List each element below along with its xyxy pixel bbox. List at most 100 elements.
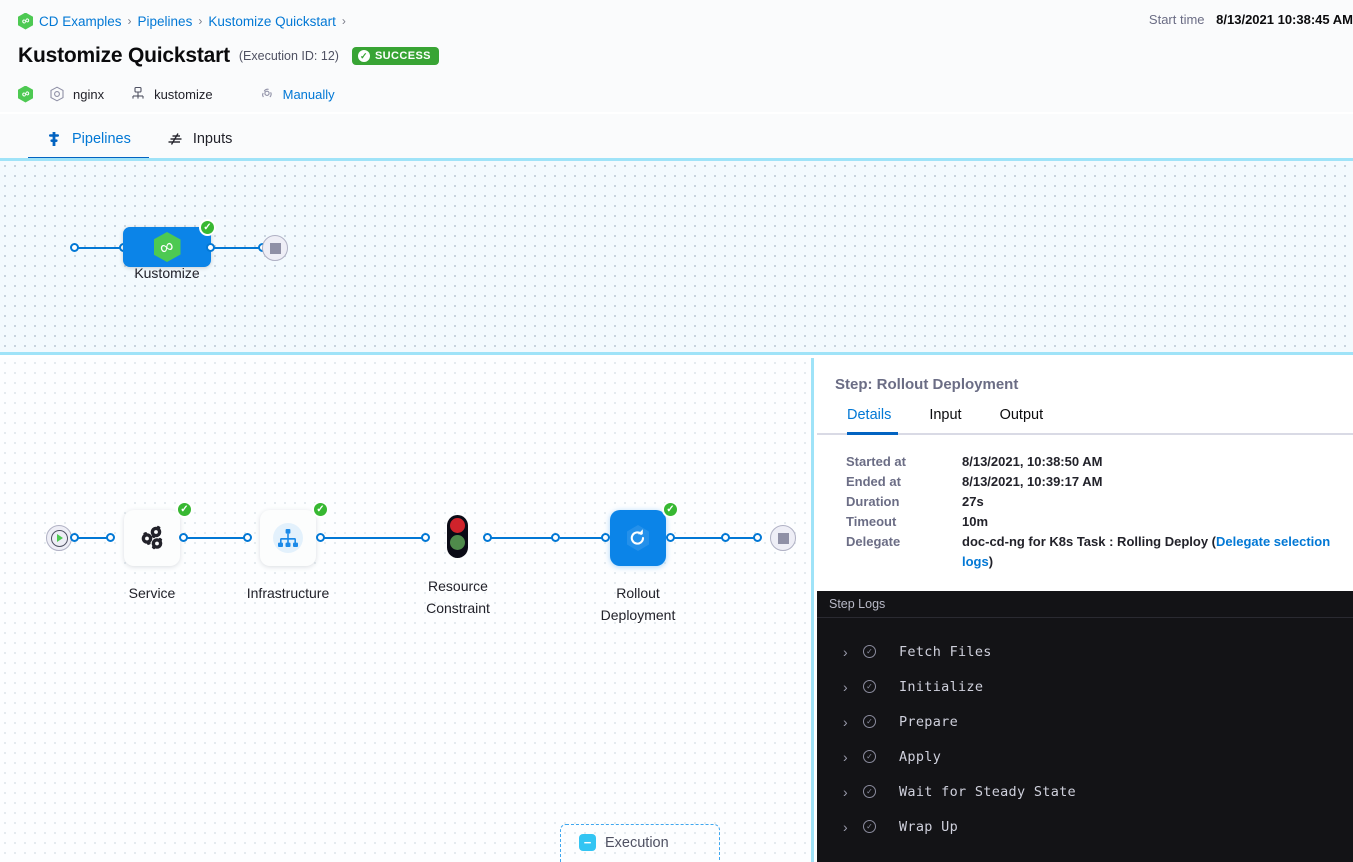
tab-pipelines-label: Pipelines — [72, 131, 131, 147]
detail-key: Delegate — [846, 534, 901, 549]
chevron-right-icon[interactable]: › — [843, 678, 848, 695]
pipeline-icon — [49, 132, 59, 146]
log-row[interactable]: › ✓ Wait for Steady State — [817, 774, 1353, 809]
execution-group-box[interactable]: − Execution — [560, 824, 720, 862]
manual-trigger-icon — [261, 88, 272, 98]
traffic-light-icon — [447, 515, 468, 558]
log-row[interactable]: › ✓ Initialize — [817, 669, 1353, 704]
execution-graph-canvas[interactable]: ✓ Service — [0, 358, 814, 862]
execution-id: (Execution ID: 12) — [238, 49, 339, 63]
step-logs-panel: Step Logs › ✓ Fetch Files › ✓ Initialize… — [817, 591, 1353, 862]
detail-value: 8/13/2021, 10:39:17 AM — [962, 474, 1103, 489]
check-circle-icon: ✓ — [863, 715, 876, 728]
step-tab-output[interactable]: Output — [999, 407, 1044, 423]
step-panel-title: Step: Rollout Deployment — [835, 376, 1019, 393]
log-row-label: Wrap Up — [899, 818, 958, 835]
service-name: nginx — [73, 86, 105, 102]
log-row-label: Initialize — [899, 678, 984, 695]
edge-infra-to-resource — [324, 537, 424, 539]
log-row[interactable]: › ✓ Prepare — [817, 704, 1353, 739]
minus-icon[interactable]: − — [579, 834, 596, 851]
check-circle-icon: ✓ — [863, 680, 876, 693]
main-tabs: Pipelines Inputs — [0, 114, 1353, 160]
execution-start-node[interactable] — [46, 525, 72, 551]
step-tab-input[interactable]: Input — [929, 407, 962, 423]
step-tab-details[interactable]: Details — [835, 407, 910, 435]
traffic-light-green — [450, 535, 465, 550]
execution-meta-row: ∞ nginx kustomize — [18, 82, 1353, 106]
edge-stage-to-end — [214, 247, 260, 249]
delegate-selection-logs-link[interactable]: Delegate selection logs — [962, 534, 1331, 569]
breadcrumb-item-cd-examples[interactable]: CD Examples — [39, 13, 122, 29]
breadcrumb-item-kustomize-quickstart[interactable]: Kustomize Quickstart — [208, 13, 336, 29]
connector-dot — [106, 533, 115, 542]
edge-start-to-stage — [78, 247, 124, 249]
status-success-icon: ✓ — [662, 501, 679, 518]
detail-row-duration: Duration 27s — [846, 492, 1353, 512]
kustomize-hex-icon: ∞ — [153, 232, 181, 262]
detail-row-delegate: Delegate doc-cd-ng for K8s Task : Rollin… — [846, 532, 1353, 572]
trigger-name[interactable]: Manually — [282, 86, 335, 102]
pipeline-overview-canvas[interactable]: ∞ ✓ Kustomize — [0, 158, 1353, 419]
chevron-right-icon[interactable]: › — [843, 643, 848, 660]
pipeline-stage-kustomize[interactable]: ∞ ✓ — [123, 219, 216, 267]
execution-group-header: − Execution — [561, 825, 719, 851]
breadcrumb-separator-icon: › — [341, 14, 346, 28]
execution-node-service-label: Service — [128, 585, 176, 601]
chevron-right-icon[interactable]: › — [843, 818, 848, 835]
detail-key: Started at — [846, 454, 906, 469]
tab-inputs-label: Inputs — [192, 131, 233, 147]
chevron-right-icon[interactable]: › — [843, 748, 848, 765]
pipeline-end-node[interactable] — [262, 235, 288, 261]
page-header: ∞ CD Examples › Pipelines › Kustomize Qu… — [0, 0, 1353, 112]
execution-node-service[interactable]: ✓ — [124, 501, 193, 566]
detail-row-ended-at: Ended at 8/13/2021, 10:39:17 AM — [846, 472, 1353, 492]
service-gears-icon — [141, 525, 163, 550]
detail-row-timeout: Timeout 10m — [846, 512, 1353, 532]
execution-node-resource-constraint-label: Resource Constraint — [426, 578, 490, 616]
rollout-deployment-icon — [627, 525, 649, 551]
detail-value: 8/13/2021, 10:38:50 AM — [962, 454, 1103, 469]
trigger-meta[interactable]: Manually — [259, 86, 335, 102]
harness-mark-icon: ∞ — [18, 85, 33, 103]
step-details-list: Started at 8/13/2021, 10:38:50 AM Ended … — [817, 435, 1353, 572]
log-row[interactable]: › ✓ Apply — [817, 739, 1353, 774]
start-time: Start time 8/13/2021 10:38:45 AM — [1149, 12, 1353, 27]
execution-node-infrastructure[interactable]: ✓ — [260, 501, 329, 566]
log-status: ✓ — [863, 645, 899, 658]
check-icon: ✓ — [357, 50, 370, 62]
log-row-label: Wait for Steady State — [899, 783, 1076, 800]
log-status: ✓ — [863, 680, 899, 693]
edge-resource-to-exec — [491, 537, 554, 539]
tab-pipelines[interactable]: Pipelines — [28, 131, 149, 160]
traffic-light-red — [450, 518, 465, 533]
log-row[interactable]: › ✓ Fetch Files — [817, 634, 1353, 669]
start-time-value: 8/13/2021 10:38:45 AM — [1216, 12, 1353, 27]
execution-node-rollout-deployment[interactable]: ✓ — [610, 501, 679, 566]
step-logs-header: Step Logs — [817, 591, 1353, 618]
log-row[interactable]: › ✓ Wrap Up — [817, 809, 1353, 844]
kustomize-icon — [132, 86, 144, 99]
chevron-right-icon[interactable]: › — [843, 713, 848, 730]
breadcrumb: ∞ CD Examples › Pipelines › Kustomize Qu… — [18, 10, 1353, 32]
check-circle-icon: ✓ — [863, 750, 876, 763]
breadcrumb-item-pipelines[interactable]: Pipelines — [137, 13, 193, 29]
check-circle-icon: ✓ — [863, 785, 876, 798]
breadcrumb-separator-icon: › — [127, 14, 132, 28]
connector-dot — [551, 533, 560, 542]
log-status: ✓ — [863, 750, 899, 763]
connector-dot — [753, 533, 762, 542]
detail-value: doc-cd-ng for K8s Task : Rolling Deploy … — [962, 532, 1353, 572]
title-row: Kustomize Quickstart (Execution ID: 12) … — [18, 41, 1353, 71]
log-status: ✓ — [863, 785, 899, 798]
chevron-right-icon[interactable]: › — [843, 783, 848, 800]
execution-node-resource-constraint[interactable] — [447, 515, 468, 558]
status-badge-label: SUCCESS — [374, 50, 431, 62]
stop-icon — [777, 532, 789, 544]
stop-icon — [269, 242, 281, 254]
tab-inputs[interactable]: Inputs — [149, 131, 251, 158]
step-detail-panel: Step: Rollout Deployment Details Input O… — [817, 358, 1353, 862]
execution-end-node[interactable] — [770, 525, 796, 551]
status-success-icon: ✓ — [199, 219, 216, 236]
